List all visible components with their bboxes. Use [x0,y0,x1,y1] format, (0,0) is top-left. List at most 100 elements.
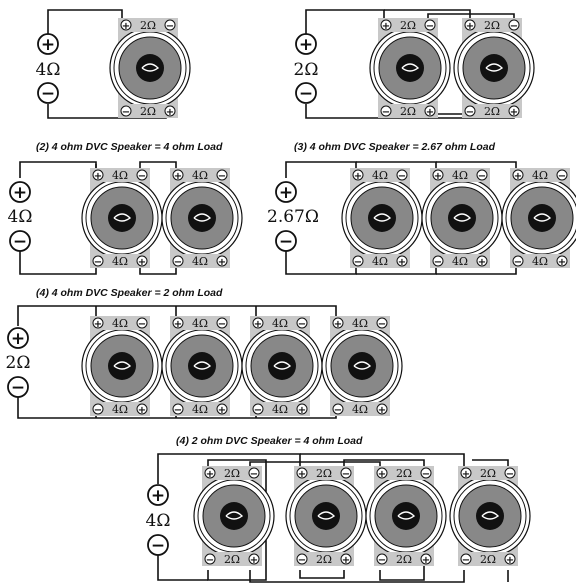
svg-text:−: − [478,171,486,182]
terminal-strip-bottom [90,402,150,416]
terminal-plus-icon: + [248,553,260,566]
terminal-strip-bottom [330,402,390,416]
svg-text:+: + [138,405,146,416]
terminal-plus-icon: + [556,255,568,268]
diagram-caption: (4) 4 ohm DVC Speaker = 2 ohm Load [36,287,223,299]
svg-text:−: − [218,319,226,330]
terminal-plus-icon: + [92,169,104,182]
terminal-impedance: 2Ω [400,19,416,32]
svg-text:+: + [94,319,102,330]
terminal-minus-icon: − [252,403,264,416]
terminal-strip-bottom [510,254,570,268]
terminal-strip-top [202,466,262,480]
logo-mark-icon [401,63,420,72]
logo-mark-icon [113,213,132,222]
terminal-plus-icon: + [296,403,308,416]
terminal-plus-icon: + [512,169,524,182]
terminal-strip-bottom [430,254,490,268]
logo-mark-icon [193,361,212,370]
load-label: 2Ω [294,60,319,80]
svg-text:+: + [138,257,146,268]
svg-text:−: − [342,469,350,480]
speaker: + 2Ω − − 2Ω + [109,18,191,118]
logo-mark-icon [397,511,416,520]
terminal-strip-top [90,316,150,330]
terminal-minus-icon: − [432,255,444,268]
terminal-impedance: 4Ω [352,403,368,416]
terminal-plus-icon: + [120,19,132,32]
load-label: 2Ω [6,353,31,373]
svg-text:+: + [11,329,25,349]
terminal-plus-icon: + [352,169,364,182]
logo-mark-icon [481,511,500,520]
terminal-minus-icon: − [460,553,472,566]
dust-cap-logo-icon [476,502,504,530]
svg-text:+: + [334,319,342,330]
svg-text:−: − [138,171,146,182]
svg-text:−: − [94,405,102,416]
speaker: +4Ω−−4Ω+ [81,316,163,416]
diagram-two-speakers-4ohm: + 4Ω − +4Ω−−4Ω+ +4Ω−−4Ω+ [8,161,243,275]
terminal-minus-icon: − [376,553,388,566]
terminal-impedance: 4Ω [452,255,468,268]
diagram-two-speakers-2ohm: + 2Ω − +2Ω−−2Ω+ +2Ω−−2Ω+ [294,9,535,119]
load-label: 4Ω [146,511,171,531]
dust-cap-logo-icon [368,204,396,232]
svg-text:−: − [166,21,174,32]
svg-text:−: − [174,405,182,416]
svg-text:−: − [298,555,306,566]
amp-terminal-positive-icon: + [295,33,317,55]
terminal-minus-icon: − [136,169,148,182]
terminal-impedance: 4Ω [112,317,128,330]
speaker: +2Ω−−2Ω+ [365,466,447,566]
terminal-plus-icon: + [136,255,148,268]
terminal-minus-icon: − [296,317,308,330]
dust-cap-logo-icon [480,54,508,82]
svg-text:−: − [510,21,518,32]
dust-cap-logo-icon [136,54,164,82]
terminal-minus-icon: − [508,19,520,32]
svg-text:−: − [41,84,55,104]
amp-terminal-negative-icon: − [275,230,297,252]
svg-text:+: + [378,469,386,480]
dust-cap-logo-icon [220,502,248,530]
svg-text:−: − [218,171,226,182]
dust-cap-logo-icon [392,502,420,530]
terminal-minus-icon: − [92,403,104,416]
terminal-strip-top [170,168,230,182]
amp-terminal-negative-icon: − [7,376,29,398]
load-label: 4Ω [8,207,33,227]
terminal-strip-bottom [350,254,410,268]
logo-mark-icon [225,511,244,520]
svg-text:+: + [298,405,306,416]
speaker: +4Ω−−4Ω+ [161,168,243,268]
svg-text:−: − [299,84,313,104]
dust-cap-logo-icon [188,352,216,380]
terminal-minus-icon: − [476,169,488,182]
svg-text:+: + [422,555,430,566]
terminal-impedance: 4Ω [352,317,368,330]
terminal-impedance: 4Ω [532,169,548,182]
svg-text:−: − [466,107,474,118]
terminal-minus-icon: − [376,317,388,330]
svg-text:+: + [426,107,434,118]
terminal-strip-top [330,316,390,330]
svg-text:−: − [174,257,182,268]
diagram-caption: (3) 4 ohm DVC Speaker = 2.67 ohm Load [294,141,496,153]
terminal-impedance: 4Ω [452,169,468,182]
amp-terminal-positive-icon: + [37,33,59,55]
svg-text:+: + [41,35,55,55]
speaker: +4Ω−−4Ω+ [81,168,163,268]
terminal-strip-top [250,316,310,330]
terminal-plus-icon: + [204,467,216,480]
terminal-minus-icon: − [216,169,228,182]
speaker: +2Ω−−2Ω+ [453,18,535,118]
terminal-plus-icon: + [332,317,344,330]
terminal-minus-icon: − [352,255,364,268]
terminal-impedance: 2Ω [484,105,500,118]
speaker: +4Ω−−4Ω+ [161,316,243,416]
terminal-impedance: 4Ω [192,169,208,182]
terminal-impedance: 4Ω [272,403,288,416]
terminal-minus-icon: − [512,255,524,268]
svg-text:+: + [279,183,293,203]
